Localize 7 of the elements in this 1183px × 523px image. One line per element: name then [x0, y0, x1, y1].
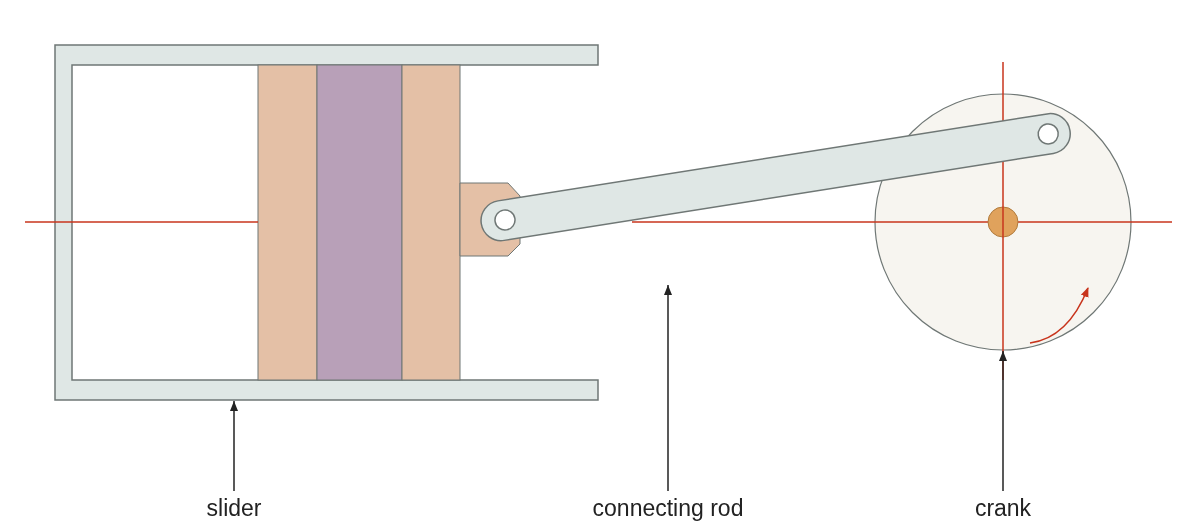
cylinder-frame: [54, 44, 599, 401]
part-label: connecting rod: [592, 494, 744, 522]
leader-arrow: [664, 284, 672, 492]
leader-arrow: [230, 400, 238, 492]
leader-arrow: [999, 350, 1007, 492]
part-label: crank: [974, 494, 1032, 522]
part-label: slider: [206, 494, 262, 522]
